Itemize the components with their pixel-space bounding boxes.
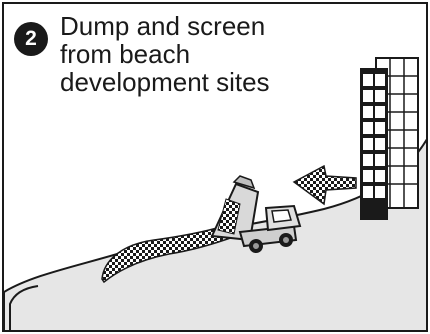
step-number-badge: 2 [14, 22, 48, 56]
building-icon [360, 58, 418, 220]
step-caption: Dump and screen from beach development s… [60, 12, 360, 96]
arrow-left-icon [294, 166, 356, 204]
illustration-panel: 2 Dump and screen from beach development… [2, 2, 428, 332]
